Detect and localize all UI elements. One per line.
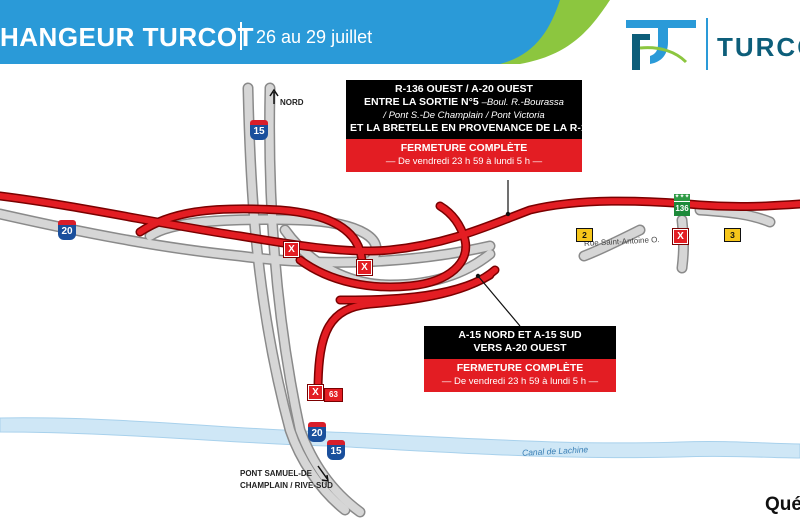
closure-2-period: — De vendredi 23 h 59 à lundi 5 h — — [441, 376, 599, 387]
closure-marker-4: X — [307, 384, 324, 401]
quebec-logo: Qué — [765, 494, 800, 515]
route-136-number: 136 — [674, 201, 690, 216]
closure-1-status: FERMETURE COMPLÈTE — De vendredi 23 h 59… — [346, 139, 582, 172]
header-accent-wave — [500, 0, 610, 64]
page-title: HANGEUR TURCOT — [0, 22, 254, 52]
closure-2-line-1: A-15 NORD ET A-15 SUD — [458, 329, 582, 341]
north-label: NORD — [280, 98, 304, 107]
turcot-t-logo-icon — [626, 20, 696, 70]
closure-marker-2: X — [356, 259, 373, 276]
header-bar — [0, 0, 580, 64]
pointer-line-closure-2 — [477, 275, 521, 327]
exit-2-badge: 2 — [576, 228, 593, 242]
north-arrow-icon — [269, 88, 279, 104]
header-separator — [240, 22, 242, 50]
closure-2-description: A-15 NORD ET A-15 SUD VERS A-20 OUEST — [424, 326, 616, 359]
pointer-dot-closure-1 — [505, 211, 511, 217]
exit-63-badge: 63 — [324, 388, 343, 402]
closure-1-status-text: FERMETURE COMPLÈTE — [400, 142, 528, 154]
shield-i15-north: 15 — [250, 120, 268, 140]
closure-2-status: FERMETURE COMPLÈTE — De vendredi 23 h 59… — [424, 359, 616, 392]
canal-de-lachine — [0, 417, 800, 459]
south-arrow-icon — [317, 465, 329, 482]
closure-box-2: A-15 NORD ET A-15 SUD VERS A-20 OUEST FE… — [424, 326, 616, 392]
closure-1-line-1: R-136 OUEST / A-20 OUEST — [395, 83, 533, 95]
closure-box-1: R-136 OUEST / A-20 OUEST ENTRE LA SORTIE… — [346, 80, 622, 172]
exit-3-badge: 3 — [724, 228, 741, 242]
closure-2-line-2: VERS A-20 OUEST — [473, 342, 567, 354]
bridge-label: PONT SAMUEL-DE CHAMPLAIN / RIVE-SUD — [240, 469, 333, 490]
shield-a20-south: 20 — [308, 422, 326, 442]
logo-wordmark: TURCO — [717, 32, 800, 62]
shield-a20-west: 20 — [58, 220, 76, 240]
date-range: 26 au 29 juillet — [256, 27, 373, 47]
closure-1-period: — De vendredi 23 h 59 à lundi 5 h — — [385, 156, 543, 167]
route-136-shield-stars-icon: ✦✦✦ — [674, 194, 690, 201]
closure-marker-3: X — [672, 228, 689, 245]
route-136-shield: ✦✦✦ 136 — [674, 194, 690, 216]
pointer-dot-closure-2 — [475, 273, 481, 279]
shield-i15-south: 15 — [327, 440, 345, 460]
closure-1-line-3: / Pont S.-De Champlain / Pont Victoria — [383, 110, 545, 121]
closure-marker-1: X — [283, 241, 300, 258]
closure-1-description: R-136 OUEST / A-20 OUEST ENTRE LA SORTIE… — [346, 80, 622, 139]
closure-2-status-text: FERMETURE COMPLÈTE — [456, 362, 584, 374]
logo-separator — [706, 18, 708, 70]
closure-1-line-2: ENTRE LA SORTIE N°5 –Boul. R.-Bourassa — [364, 96, 564, 108]
closed-roads — [0, 191, 800, 397]
closure-1-line-4: ET LA BRETELLE EN PROVENANCE DE LA R-138… — [350, 122, 622, 134]
